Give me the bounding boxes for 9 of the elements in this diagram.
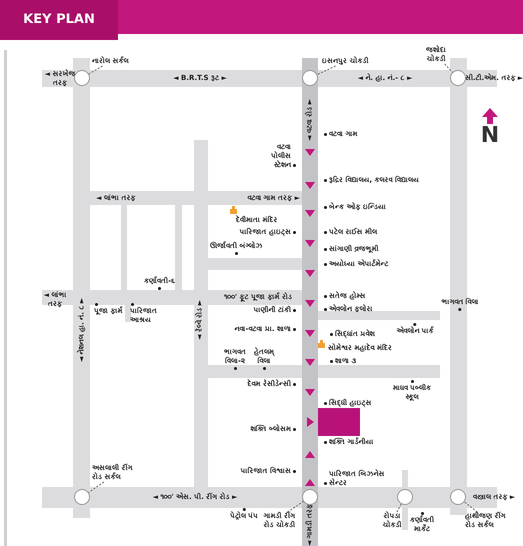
leader-line (287, 501, 304, 512)
leader-line (444, 64, 453, 73)
title: KEY PLAN (0, 0, 118, 40)
leader-line (88, 66, 103, 74)
leader-line (316, 66, 336, 75)
leader-line (88, 482, 104, 493)
leader-line (396, 504, 402, 512)
north-label: N (480, 123, 500, 148)
leader-line (464, 502, 478, 512)
